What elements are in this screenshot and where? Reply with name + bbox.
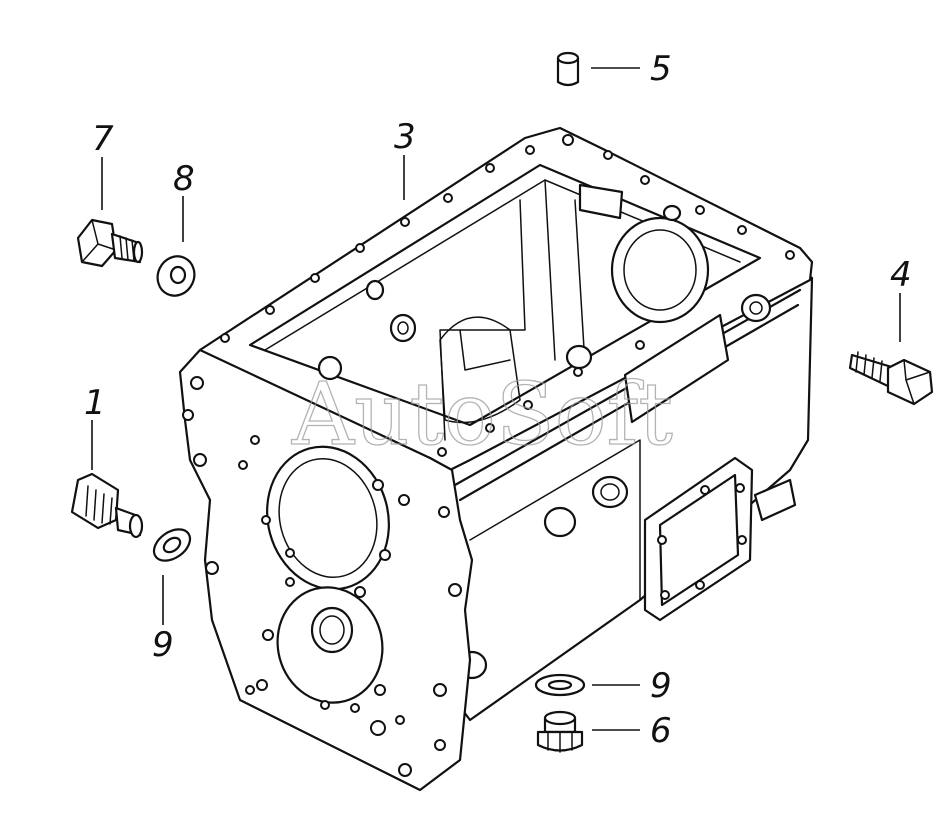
plug-part-1 [70,472,144,539]
gearbox-housing [178,126,814,792]
washer-part-8 [156,255,196,297]
washer-part-9-left [152,528,192,562]
hex-bolt-part-7 [76,218,144,268]
callout-3: 3 [394,117,416,157]
callout-5: 5 [650,49,672,89]
callout-leaders [91,67,901,731]
drain-plug-part-6 [536,710,584,753]
callout-1: 1 [84,383,106,423]
callout-7: 7 [92,119,114,159]
callout-labels: 5 3 7 8 4 1 9 9 6 [84,49,912,751]
callout-6: 6 [650,711,672,751]
bolt-part-4 [848,351,934,406]
washer-part-9-bottom [534,673,586,697]
dowel-pin-part-5 [556,51,580,87]
callout-9-left: 9 [152,625,174,665]
watermark-text: AutoSoft [291,365,673,465]
callout-8: 8 [173,159,195,199]
callout-9-bottom: 9 [650,666,672,706]
callout-4: 4 [890,255,912,295]
